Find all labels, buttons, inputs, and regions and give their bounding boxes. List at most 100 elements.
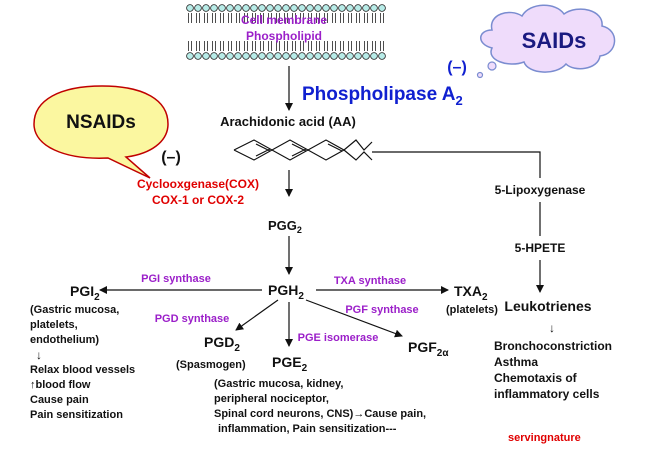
- phospholipid-head: [314, 4, 322, 12]
- arachidonic-double-bonds: [255, 143, 343, 157]
- membrane-label-1: Cell membrane: [241, 13, 327, 27]
- membrane-bilayer: [186, 4, 386, 60]
- phospholipid-head: [378, 52, 386, 60]
- hpete-label: 5-HPETE: [515, 241, 566, 255]
- phospholipid-head: [202, 52, 210, 60]
- pgd2-note: (Spasmogen): [176, 359, 246, 371]
- phospholipid-head: [186, 52, 194, 60]
- phospholipid-head: [250, 52, 258, 60]
- phospholipid-head: [346, 52, 354, 60]
- pge2-note-3: Spinal cord neurons, CNS)→Cause pain,: [214, 408, 426, 420]
- pgf2a-label: PGF2α: [408, 339, 449, 359]
- saids-cloud: [476, 4, 616, 79]
- phospholipid-head: [322, 52, 330, 60]
- phospholipid-head: [258, 52, 266, 60]
- phospholipid-head: [210, 4, 218, 12]
- cox-label-2: COX-1 or COX-2: [152, 193, 244, 207]
- phospholipid-head: [298, 52, 306, 60]
- membrane-label-2: Phospholipid: [246, 29, 322, 43]
- phospholipid-head: [234, 52, 242, 60]
- phospholipid-head: [330, 52, 338, 60]
- phospholipid-head: [298, 4, 306, 12]
- pgi-synthase-label: PGI synthase: [141, 273, 211, 285]
- phospholipid-head: [314, 52, 322, 60]
- phospholipid-head: [282, 52, 290, 60]
- phospholipase-label: Phospholipase A2: [302, 84, 463, 108]
- nsaids-label: NSAIDs: [66, 112, 136, 133]
- pge-isomerase-label: PGE isomerase: [298, 332, 379, 344]
- leukotrienes-label: Leukotrienes: [504, 298, 591, 314]
- txa2-label: TXA2: [454, 283, 488, 303]
- phospholipid-head: [274, 52, 282, 60]
- pgg2-label: PGG2: [268, 218, 302, 235]
- arachidonic-acid-label: Arachidonic acid (AA): [220, 114, 356, 129]
- pgd2-label: PGD2: [204, 334, 240, 354]
- nsaids-inhibit: (–): [161, 149, 181, 166]
- leuko-effect-4: inflammatory cells: [494, 387, 600, 401]
- pgi2-source-2: platelets,: [30, 319, 78, 331]
- phospholipid-head: [330, 4, 338, 12]
- pgi2-source-1: (Gastric mucosa,: [30, 304, 119, 316]
- phospholipid-head: [250, 4, 258, 12]
- saids-inhibit: (–): [447, 59, 467, 76]
- phospholipid-head: [282, 4, 290, 12]
- phospholipid-head: [378, 4, 386, 12]
- phospholipid-head: [306, 4, 314, 12]
- arrow-pgh2-to-pgd2: [235, 299, 279, 331]
- lipoxygenase-label: 5-Lipoxygenase: [495, 183, 586, 197]
- txa2-note: (platelets): [446, 304, 498, 316]
- phospholipid-head: [258, 4, 266, 12]
- phospholipid-head: [290, 4, 298, 12]
- pgi2-effect-3: Cause pain: [30, 394, 89, 406]
- pgi2-effect-4: Pain sensitization: [30, 409, 123, 421]
- pge2-label: PGE2: [272, 354, 308, 374]
- pgh2-label: PGH2: [268, 282, 304, 302]
- pgd-synthase-label: PGD synthase: [155, 313, 230, 325]
- watermark-text: servingnature: [508, 432, 581, 444]
- pgi2-effect-1: Relax blood vessels: [30, 364, 135, 376]
- pgi2-arrow: ↓: [36, 348, 42, 362]
- phospholipid-head: [306, 52, 314, 60]
- pge2-note-4: inflammation, Pain sensitization---: [218, 423, 397, 435]
- phospholipid-head: [354, 4, 362, 12]
- phospholipid-head: [322, 4, 330, 12]
- phospholipid-head: [362, 4, 370, 12]
- pge2-note-1: (Gastric mucosa, kidney,: [214, 378, 343, 390]
- pgi2-label: PGI2: [70, 283, 100, 303]
- arrow-pgh2-to-pgf2a: [305, 299, 403, 338]
- phospholipid-head: [290, 52, 298, 60]
- phospholipid-head: [266, 52, 274, 60]
- phospholipid-head: [346, 4, 354, 12]
- pgf-synthase-label: PGF synthase: [345, 304, 418, 316]
- pgi2-effect-2: ↑blood flow: [30, 379, 91, 391]
- phospholipid-head: [266, 4, 274, 12]
- phospholipid-head: [226, 52, 234, 60]
- phospholipid-head: [242, 52, 250, 60]
- phospholipid-head: [234, 4, 242, 12]
- line-aa-to-lipoxygenase: [372, 151, 541, 178]
- phospholipid-head: [218, 52, 226, 60]
- phospholipid-head: [226, 4, 234, 12]
- leuko-effect-1: Bronchoconstriction: [494, 339, 612, 353]
- txa-synthase-label: TXA synthase: [334, 275, 406, 287]
- phospholipid-head: [274, 4, 282, 12]
- saids-label: SAIDs: [522, 28, 587, 53]
- pge2-note-2: peripheral nociceptor,: [214, 393, 329, 405]
- phospholipid-head: [370, 4, 378, 12]
- leuko-effect-3: Chemotaxis of: [494, 371, 578, 385]
- phospholipid-head: [218, 4, 226, 12]
- cox-label-1: Cyclooxgenase(COX): [137, 177, 259, 191]
- nsaids-bubble: [33, 85, 169, 179]
- phospholipid-head: [354, 52, 362, 60]
- phospholipid-head: [194, 52, 202, 60]
- pgi2-source-3: endothelium): [30, 334, 99, 346]
- phospholipid-head: [338, 52, 346, 60]
- leukotrienes-arrow: ↓: [549, 321, 555, 335]
- phospholipid-head: [194, 4, 202, 12]
- phospholipid-head: [338, 4, 346, 12]
- phospholipid-head: [210, 52, 218, 60]
- phospholipid-head: [242, 4, 250, 12]
- phospholipid-head: [186, 4, 194, 12]
- arachidonic-acid-structure: [233, 139, 373, 161]
